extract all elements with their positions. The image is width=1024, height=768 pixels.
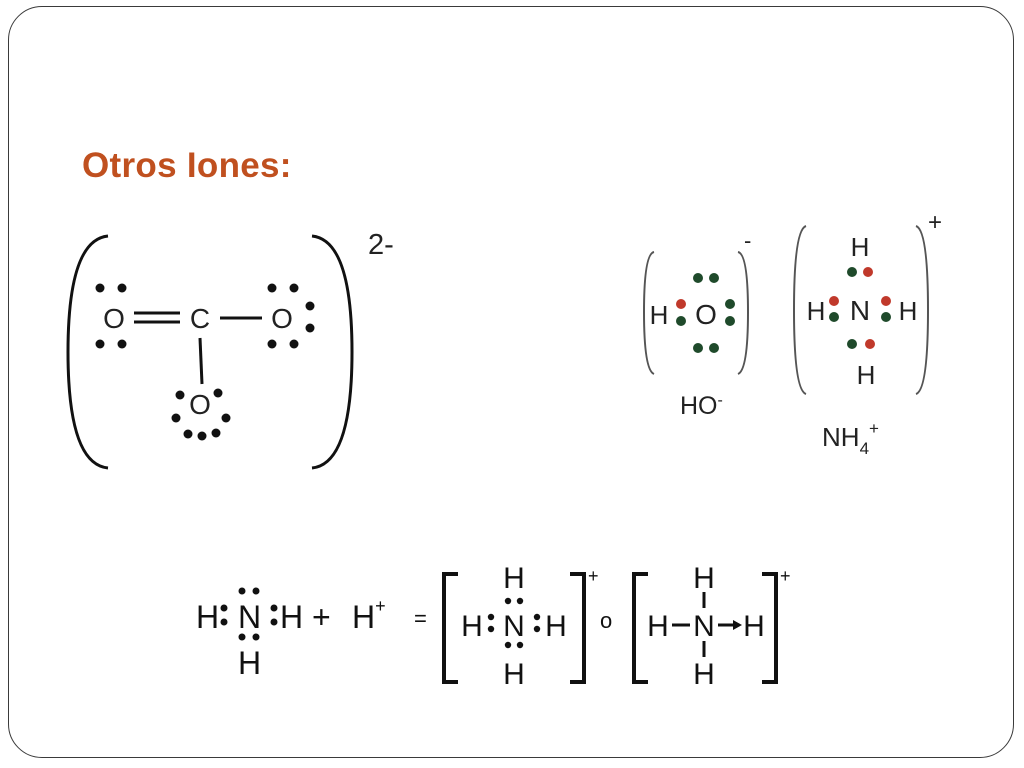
product1-right-bracket — [570, 572, 586, 684]
product2-atom-n: N — [693, 610, 715, 643]
arrowhead-icon — [733, 620, 742, 630]
ammonium-right-bracket — [915, 225, 930, 395]
hydroxide-bracket-charge: - — [744, 228, 751, 253]
hydroxide-formula: HO- — [680, 392, 723, 420]
carbonate-atom-o3: O — [189, 389, 211, 420]
product1-atom-n: N — [503, 610, 525, 643]
ammonium-formation-equation: H N H H + H+ = + H H N H H o — [196, 562, 791, 691]
ammonium-formula: NH4+ — [822, 419, 879, 458]
ammonium-electron-dots — [829, 267, 891, 349]
hydroxide-atom-h: H — [650, 300, 669, 330]
product1-charge: + — [588, 566, 599, 586]
ammonia-lewis: H N H H — [196, 587, 303, 681]
carbonate-left-bracket — [66, 234, 109, 470]
product2-right-bracket — [762, 572, 778, 684]
ammonium-bond-structure: + H H N H H — [632, 562, 791, 691]
ammonium-atom-h-left: H — [807, 296, 826, 326]
o2-lone-pairs — [267, 283, 315, 349]
product2-atom-h-right: H — [743, 610, 765, 643]
ammonium-atom-h-bottom: H — [857, 360, 876, 390]
equation-equals: = — [414, 606, 427, 631]
ammonium-atom-n: N — [850, 295, 870, 326]
o3-lone-pairs — [171, 388, 231, 441]
product1-electron-dots — [487, 597, 541, 649]
ammonia-atom-n: N — [238, 599, 261, 635]
ammonia-atom-h-right: H — [280, 599, 303, 635]
carbonate-right-bracket — [311, 234, 354, 470]
hydroxide-left-bracket — [642, 251, 655, 375]
product2-left-bracket — [632, 572, 648, 684]
hydroxide-lewis-structure: - H O HO- — [642, 228, 751, 420]
carbonate-lewis-structure: 2- O C O O — [66, 229, 394, 470]
slide-frame — [8, 6, 1014, 758]
product1-atom-h-top: H — [503, 562, 525, 595]
equation-plus: + — [312, 599, 331, 635]
ammonia-electron-dots — [220, 587, 278, 641]
ammonium-formula-charge: + — [869, 419, 879, 438]
carbonate-atom-o1: O — [103, 303, 125, 334]
equation-or: o — [600, 608, 612, 633]
carbonate-atom-o2: O — [271, 303, 293, 334]
hydroxide-electron-dots — [676, 273, 735, 353]
ammonia-atom-h-bottom: H — [238, 645, 261, 681]
product1-atom-h-bottom: H — [503, 658, 525, 691]
ammonium-left-bracket — [792, 225, 807, 395]
ammonium-atom-h-top: H — [851, 232, 870, 262]
product2-atom-h-top: H — [693, 562, 715, 595]
single-bond-c-o3 — [198, 337, 204, 385]
ammonium-colored-lewis-structure: + H H N H H NH4+ — [792, 209, 942, 458]
product2-charge: + — [780, 566, 791, 586]
ammonia-atom-h-left: H — [196, 599, 219, 635]
hydroxide-atom-o: O — [695, 299, 717, 330]
product2-atom-h-bottom: H — [693, 658, 715, 691]
ammonium-atom-h-right: H — [899, 296, 918, 326]
proton: H+ — [352, 596, 386, 635]
ammonium-bracket-charge: + — [928, 209, 942, 236]
product1-left-bracket — [442, 572, 458, 684]
carbonate-atom-c: C — [190, 303, 210, 334]
slide-title: Otros Iones: — [82, 146, 292, 185]
hydroxide-formula-charge: - — [718, 392, 723, 409]
ammonium-formula-subscript: 4 — [860, 439, 869, 458]
proton-charge: + — [375, 596, 386, 616]
product1-atom-h-right: H — [545, 610, 567, 643]
carbonate-charge: 2- — [368, 229, 394, 261]
product2-atom-h-left: H — [647, 610, 669, 643]
product1-atom-h-left: H — [461, 610, 483, 643]
ammonium-dot-structure: + H H N H H — [442, 562, 599, 691]
o1-lone-pairs — [95, 283, 127, 349]
hydroxide-right-bracket — [737, 251, 750, 375]
